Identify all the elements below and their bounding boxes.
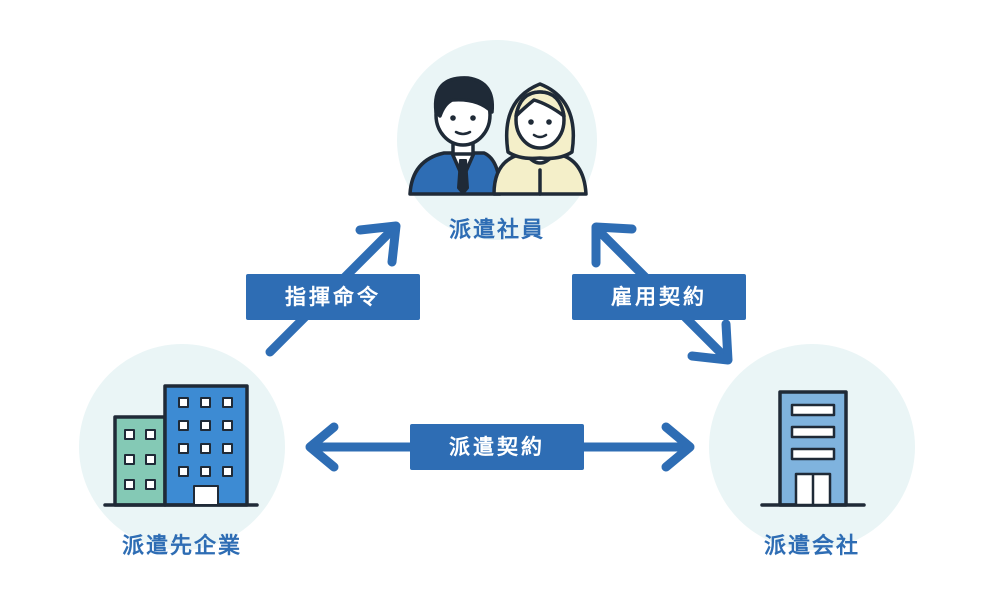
employee-label: 派遣社員	[448, 218, 545, 243]
employment-badge: 雇用契約	[572, 274, 746, 320]
building-icon	[760, 390, 866, 507]
command-badge: 指揮命令	[246, 274, 420, 320]
two-people-icon	[408, 76, 588, 196]
agency-label: 派遣会社	[763, 534, 860, 559]
dispatch-badge: 派遣契約	[410, 424, 584, 470]
client-label: 派遣先企業	[121, 534, 242, 559]
office-buildings-icon	[103, 384, 259, 507]
